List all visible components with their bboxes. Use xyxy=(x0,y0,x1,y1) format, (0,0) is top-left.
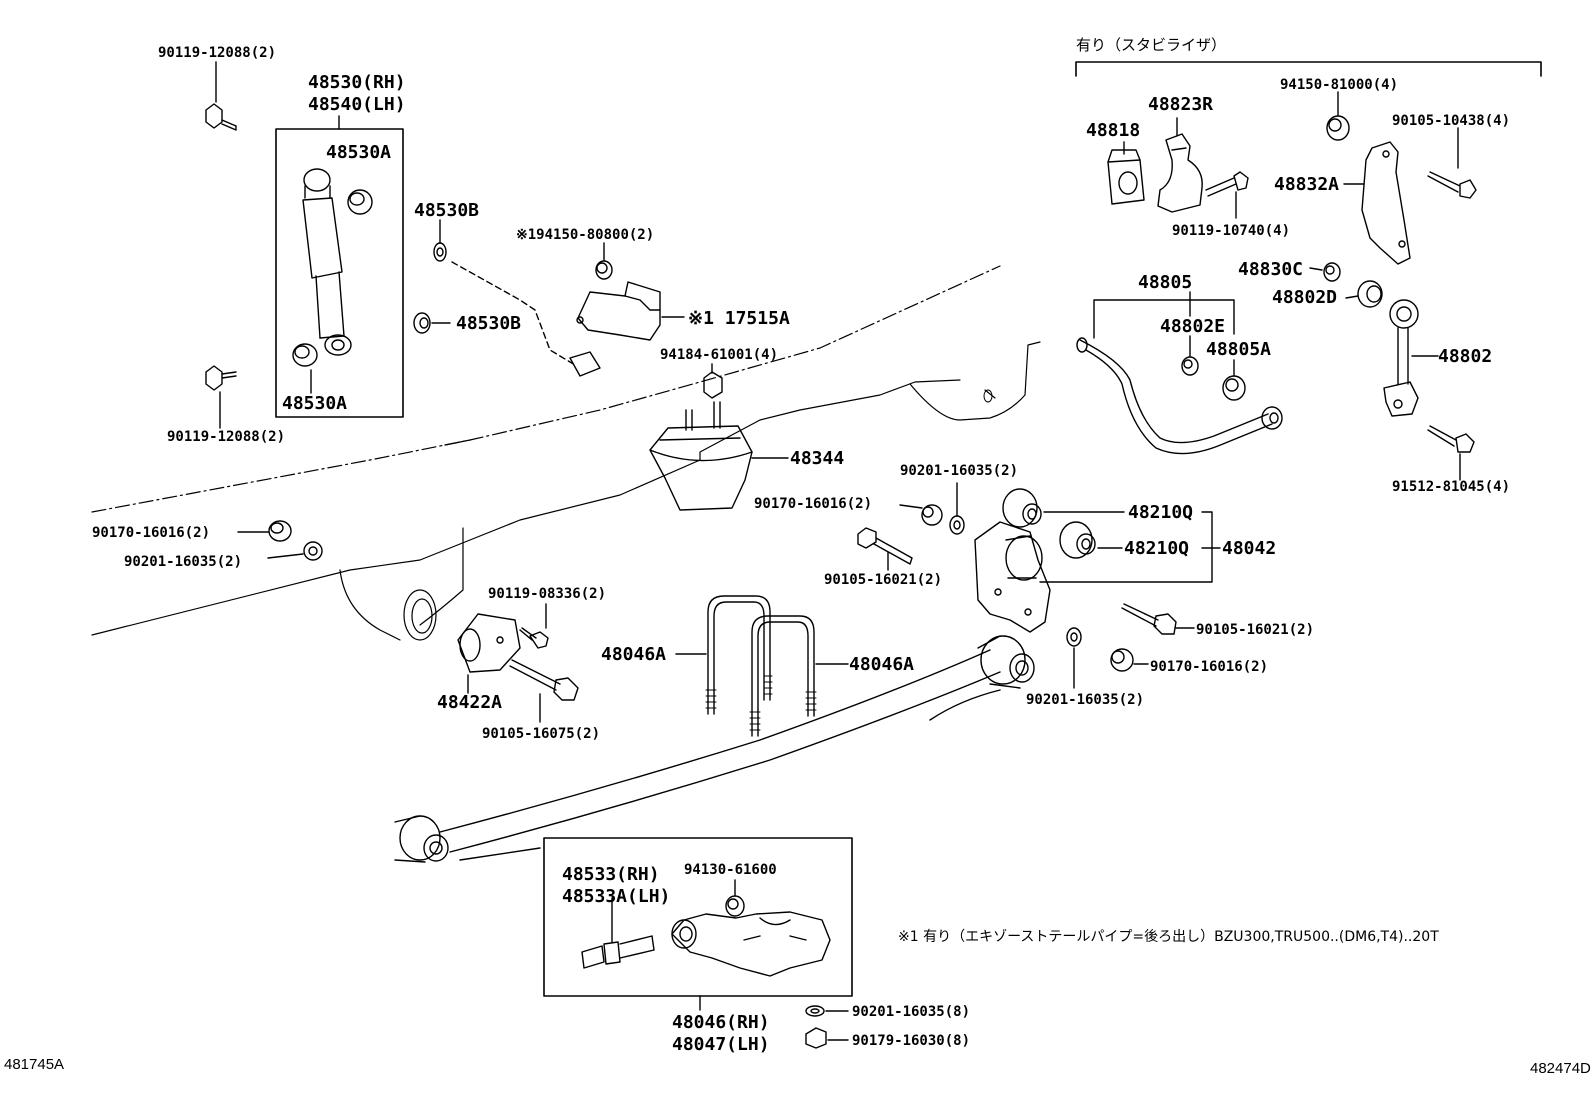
part-label: 90170-16016(2) xyxy=(754,496,873,512)
part-label: 48046(RH) xyxy=(672,1012,770,1033)
bolt-icon xyxy=(205,365,237,391)
spring-seat-icon xyxy=(671,911,831,977)
part-label: 90201-16035(2) xyxy=(124,554,243,570)
stabilizer-bar-icon xyxy=(1076,337,1283,455)
part-label: 48530(RH) xyxy=(308,72,406,93)
part-label: 48818 xyxy=(1086,120,1141,141)
part-label: 90170-16016(2) xyxy=(92,525,211,541)
part-label: 90119-10740(4) xyxy=(1172,223,1291,239)
part-label: 48530B xyxy=(414,200,480,221)
part-label: 90105-16075(2) xyxy=(482,726,601,742)
part-label: 48530B xyxy=(456,313,522,334)
bushing-icon xyxy=(292,189,373,367)
part-label: ※1 17515A xyxy=(688,308,790,329)
part-label: 90170-16016(2) xyxy=(1150,659,1269,675)
part-label: 90105-16021(2) xyxy=(1196,622,1315,638)
bolt-icon xyxy=(205,103,237,131)
part-label: 94150-81000(4) xyxy=(1280,77,1399,93)
part-label: 48832A xyxy=(1274,174,1340,195)
part-label: 90201-16035(2) xyxy=(1026,692,1145,708)
part-label: 48422A xyxy=(437,692,503,713)
part-label: 48533A(LH) xyxy=(562,886,671,907)
spring-seat-group-box xyxy=(543,837,853,997)
u-bolt-icon xyxy=(705,595,817,737)
part-label: 48805 xyxy=(1138,272,1193,293)
part-label: 48802D xyxy=(1272,287,1338,308)
part-label: 48805A xyxy=(1206,339,1272,360)
part-label: 48530A xyxy=(326,142,392,163)
part-label: 48530A xyxy=(282,393,348,414)
figure-code-right: 482474D xyxy=(1530,1060,1591,1077)
nut-icon xyxy=(805,1027,827,1049)
bolt-icon xyxy=(857,527,1177,635)
part-label: 48042 xyxy=(1222,538,1277,559)
stabilizer-link-icon xyxy=(1383,299,1419,417)
nut-icon xyxy=(1323,262,1341,282)
stabilizer-group-bracket xyxy=(1075,61,1542,77)
part-label: 90119-12088(2) xyxy=(158,45,277,61)
part-label: 48802E xyxy=(1160,316,1226,337)
part-label: 48823R xyxy=(1148,94,1214,115)
leaf-spring-icon xyxy=(394,635,1035,863)
plate-icon xyxy=(457,613,521,673)
part-label: 48830C xyxy=(1238,259,1304,280)
part-label: 48344 xyxy=(790,448,845,469)
nut-icon xyxy=(725,895,745,917)
stabilizer-bushing-icon xyxy=(1107,149,1145,205)
part-label: 90179-16030(8) xyxy=(852,1033,971,1049)
part-label: 90105-10438(4) xyxy=(1392,113,1511,129)
part-label: 48210Q xyxy=(1124,538,1190,559)
part-label: 48802 xyxy=(1438,346,1493,367)
bolt-icon xyxy=(1205,171,1249,197)
figure-code-left: 481745A xyxy=(4,1056,65,1073)
part-label: 90119-08336(2) xyxy=(488,586,607,602)
stabilizer-bracket-icon xyxy=(1157,133,1203,213)
part-label: 48046A xyxy=(601,644,667,665)
part-label: 94130-61600 xyxy=(684,862,777,878)
washer-icon xyxy=(413,242,447,334)
part-label: 90105-16021(2) xyxy=(824,572,943,588)
stabilizer-link-bracket-icon xyxy=(1361,141,1411,265)
bushing-icon xyxy=(1357,280,1383,308)
part-label: 94184-61001(4) xyxy=(660,347,779,363)
part-label: 48046A xyxy=(849,654,915,675)
frame-rail-outline xyxy=(91,265,1041,641)
spring-shackle-icon xyxy=(974,521,1051,633)
part-label: 90201-16035(2) xyxy=(900,463,1019,479)
shock-absorber-icon xyxy=(302,168,352,356)
bolt-icon xyxy=(1427,171,1477,453)
washer-icon xyxy=(805,1005,825,1017)
stabilizer-group-label: 有り（スタビライザ） xyxy=(1076,36,1227,54)
nut-icon xyxy=(595,260,613,280)
bushing-icon xyxy=(1181,356,1246,401)
footnote: ※1 有り（エキゾーストテールパイプ=後ろ出し）BZU300,TRU500..(… xyxy=(898,929,1439,945)
part-label: 48540(LH) xyxy=(308,94,406,115)
part-label: 90201-16035(8) xyxy=(852,1004,971,1020)
bolt-icon xyxy=(581,935,655,969)
part-label: 90119-12088(2) xyxy=(167,429,286,445)
part-label: 91512-81045(4) xyxy=(1392,479,1511,495)
nut-icon xyxy=(1326,115,1350,141)
bump-stopper-icon xyxy=(649,371,753,511)
bracket-icon xyxy=(569,281,661,377)
nut-icon xyxy=(268,520,323,561)
nut-icon xyxy=(921,504,1134,672)
bushing-icon xyxy=(1002,488,1096,559)
part-label: 48047(LH) xyxy=(672,1034,770,1055)
part-label: 48533(RH) xyxy=(562,864,660,885)
part-label: 48210Q xyxy=(1128,502,1194,523)
part-label: ※194150-80800(2) xyxy=(516,227,655,243)
bolt-icon xyxy=(509,627,579,701)
